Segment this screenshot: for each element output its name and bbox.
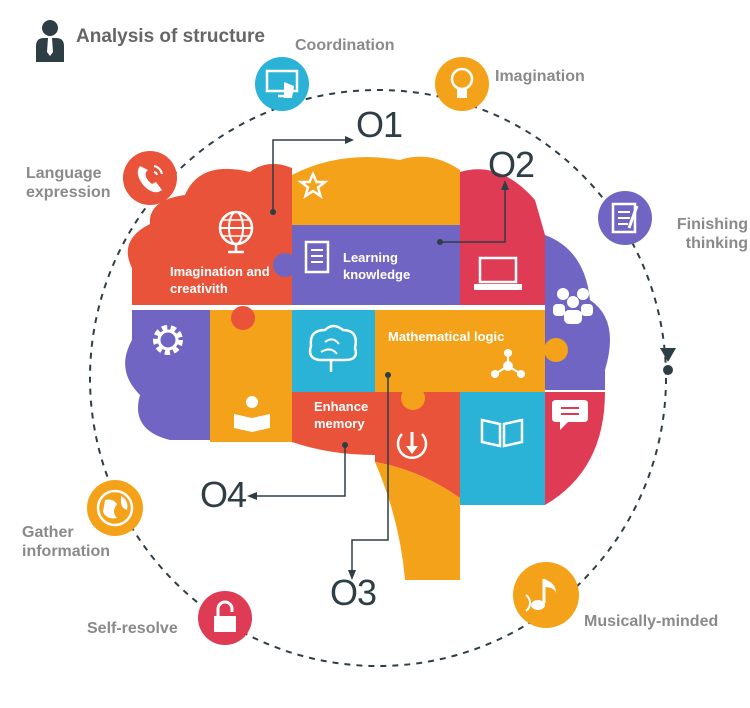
number-03: O3 [330, 572, 377, 613]
label-coordination: Coordination [295, 37, 395, 54]
number-02: O2 [488, 144, 535, 185]
knob [544, 338, 568, 362]
label-imagination: Imagination [495, 68, 585, 85]
number-04: O4 [200, 474, 247, 515]
label-self-resolve: Self-resolve [87, 620, 178, 637]
dashed-ring [89, 89, 667, 667]
label-gather-information: Gather information [22, 524, 110, 560]
knob [231, 306, 255, 330]
music-note-icon [513, 562, 579, 628]
ring-arrow [660, 348, 676, 362]
brain [125, 156, 610, 580]
knob [516, 458, 540, 482]
piece-purple-learning [292, 225, 460, 305]
touch-screen-icon [255, 57, 309, 111]
piece-orange-top [292, 156, 460, 225]
laptop-icon [474, 256, 522, 290]
brain-stem [375, 462, 460, 580]
gear-icon [153, 325, 183, 355]
chat-icon [552, 400, 588, 430]
connector-03 [351, 375, 389, 572]
book-icon [480, 418, 524, 448]
knob [401, 386, 425, 410]
connector-01 [272, 139, 345, 212]
knob [181, 385, 205, 409]
connector-02 [440, 190, 506, 243]
knob [273, 253, 297, 277]
reader-icon [234, 396, 270, 432]
globe-icon [218, 210, 254, 254]
label-imagination-creativity: Imagination and creativith [170, 264, 270, 296]
star-icon [297, 170, 329, 199]
number-01: O1 [356, 104, 403, 145]
checklist-icon [598, 191, 652, 245]
label-learning-knowledge: Learning knowledge [343, 250, 411, 282]
page-title: Analysis of structure [76, 26, 265, 47]
label-enhance-memory: Enhance memory [314, 399, 369, 431]
label-musically-minded: Musically-minded [584, 613, 719, 630]
piece-red [127, 163, 292, 305]
phone-icon [123, 151, 177, 205]
light-bulb-icon [435, 57, 489, 111]
brain-icon [308, 324, 358, 372]
globe-badge-icon [87, 480, 143, 536]
piece-teal-book [460, 392, 545, 505]
person-icon [36, 20, 64, 62]
knob [433, 253, 457, 277]
piece-orange-math [375, 310, 545, 392]
download-icon [396, 432, 428, 460]
group-icon [553, 288, 593, 324]
connectors [255, 139, 506, 572]
label-finishing-thinking: Finishing thinking [676, 216, 748, 252]
document-icon [304, 240, 330, 274]
piece-red-memory [292, 392, 460, 498]
network-icon [491, 349, 525, 378]
piece-orange-left [210, 310, 292, 442]
ring-dot [663, 365, 673, 375]
connector-04 [255, 445, 346, 497]
padlock-icon [198, 591, 252, 645]
label-mathematical-logic: Mathematical logic [388, 329, 505, 344]
piece-purple-left [125, 310, 210, 440]
knob [332, 199, 358, 225]
label-language-expression: Language expression [26, 165, 111, 201]
